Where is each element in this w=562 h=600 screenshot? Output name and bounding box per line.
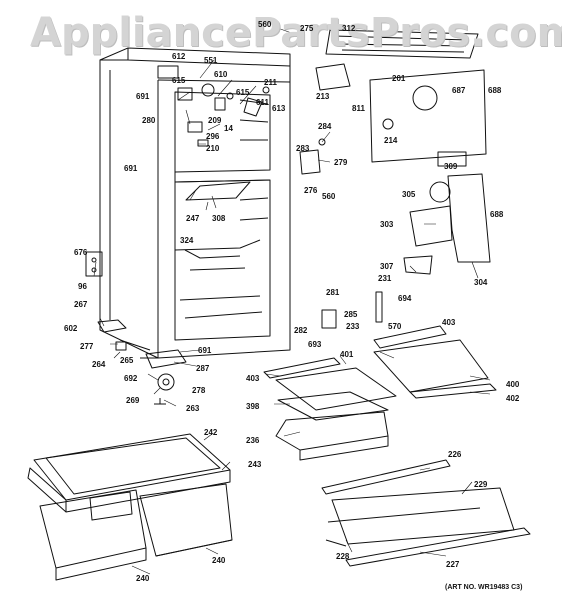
part-number-label: 209	[208, 116, 222, 125]
part-number-label: 305	[402, 190, 416, 199]
part-number-label: 284	[318, 122, 332, 131]
part-number-label: 610	[214, 70, 228, 79]
part-number-label: 688	[488, 86, 502, 95]
part-number-label: 281	[326, 288, 340, 297]
part-number-label: 324	[180, 236, 194, 245]
part-number-label: 615	[172, 76, 186, 85]
part-number-label: 282	[294, 326, 308, 335]
part-number-label: 275	[300, 24, 314, 33]
part-number-label: 285	[344, 310, 358, 319]
part-number-label: 398	[246, 402, 260, 411]
part-number-label: 14	[224, 124, 233, 133]
part-number-label: 214	[384, 136, 398, 145]
part-number-label: 96	[78, 282, 87, 291]
part-number-label: 227	[446, 560, 460, 569]
cabinet-drawing	[99, 47, 291, 359]
part-number-label: 401	[340, 350, 354, 359]
part-number-label: 226	[448, 450, 462, 459]
part-number-label: 283	[296, 144, 310, 153]
part-number-label: 611	[256, 98, 269, 107]
part-number-label: 279	[334, 158, 348, 167]
crisper-assembly-drawing	[27, 433, 233, 581]
part-number-label: 210	[206, 144, 220, 153]
part-number-label: 229	[474, 480, 488, 489]
part-number-label: 691	[124, 164, 138, 173]
part-number-label: 688	[490, 210, 504, 219]
part-number-label: 694	[398, 294, 412, 303]
part-number-label: 243	[248, 460, 262, 469]
part-number-label: 693	[308, 340, 322, 349]
part-number-label: 309	[444, 162, 458, 171]
part-number-label: 303	[380, 220, 394, 229]
part-number-label: 403	[442, 318, 456, 327]
part-number-label: 402	[506, 394, 520, 403]
part-number-label: 236	[246, 436, 260, 445]
control-parts-drawing	[157, 65, 270, 147]
part-number-label: 211	[264, 78, 277, 87]
part-number-label: 267	[74, 300, 88, 309]
part-number-label: 280	[142, 116, 156, 125]
part-number-label: 264	[92, 360, 106, 369]
part-number-label: 276	[304, 186, 318, 195]
part-number-label: 312	[342, 24, 356, 33]
part-number-label: 265	[120, 356, 134, 365]
part-number-label: 278	[192, 386, 206, 395]
part-number-label: 240	[136, 574, 150, 583]
part-number-label: 247	[186, 214, 200, 223]
upper-right-parts-drawing	[299, 29, 491, 329]
part-number-label: 308	[212, 214, 226, 223]
part-number-label: 560	[258, 20, 272, 29]
part-number-label: 231	[378, 274, 392, 283]
part-number-label: 570	[388, 322, 402, 331]
part-number-label: 228	[336, 552, 350, 561]
watermark-text: AppliancePartsPros.com	[30, 10, 562, 56]
part-number-label: 551	[204, 56, 218, 65]
part-number-label: 403	[246, 374, 260, 383]
part-number-label: 560	[322, 192, 336, 201]
part-number-label: 692	[124, 374, 138, 383]
part-number-label: 269	[126, 396, 140, 405]
part-number-label: 287	[196, 364, 210, 373]
part-number-label: 240	[212, 556, 226, 565]
part-number-label: 307	[380, 262, 394, 271]
part-number-label: 400	[506, 380, 520, 389]
part-number-label: 676	[74, 248, 88, 257]
part-number-label: 691	[198, 346, 212, 355]
part-number-label: 233	[346, 322, 360, 331]
part-number-label: 242	[204, 428, 218, 437]
part-number-label: 213	[316, 92, 330, 101]
shelves-drawing	[263, 325, 531, 567]
part-number-label: 613	[272, 104, 286, 113]
part-number-label: 687	[452, 86, 466, 95]
art-number: (ART NO. WR19483 C3)	[445, 584, 523, 591]
part-number-label: 263	[186, 404, 200, 413]
part-number-label: 691	[136, 92, 150, 101]
part-number-label: 277	[80, 342, 94, 351]
part-number-label: 811	[352, 104, 365, 113]
part-number-label: 201	[392, 74, 406, 83]
part-number-label: 615	[236, 88, 250, 97]
part-number-label: 602	[64, 324, 78, 333]
part-number-label: 296	[206, 132, 220, 141]
leader-lines	[93, 25, 491, 575]
part-number-label: 612	[172, 52, 186, 61]
part-number-label: 304	[474, 278, 488, 287]
